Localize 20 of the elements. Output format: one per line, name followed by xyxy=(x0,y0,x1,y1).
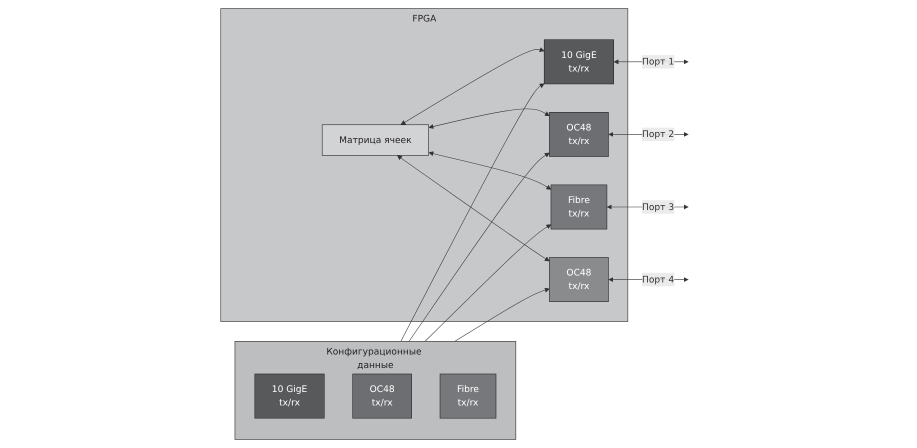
arrow xyxy=(400,83,544,342)
node-box: OC48 tx/rx xyxy=(549,257,609,302)
arrow xyxy=(454,288,550,342)
arrow xyxy=(424,224,552,342)
node-box: 10 GigE tx/rx xyxy=(254,374,325,418)
node-box: OC48 tx/rx xyxy=(352,374,412,418)
arrow xyxy=(400,47,544,125)
edge-label: Порт 1 xyxy=(642,56,674,67)
edge-label: Порт 2 xyxy=(642,128,674,140)
arrow xyxy=(428,151,552,190)
node-box: 10 GigE tx/rx xyxy=(544,39,614,84)
arrow xyxy=(397,155,550,262)
edge-label: Порт 4 xyxy=(642,274,674,285)
node-box: Матрица ячеек xyxy=(322,124,429,156)
node-box: Fibre tx/rx xyxy=(440,374,496,418)
arrow xyxy=(408,152,550,342)
edge-label: Порт 3 xyxy=(642,201,674,212)
arrow xyxy=(428,108,550,129)
node-box: OC48 tx/rx xyxy=(549,112,609,157)
node-box: Fibre tx/rx xyxy=(550,184,608,230)
